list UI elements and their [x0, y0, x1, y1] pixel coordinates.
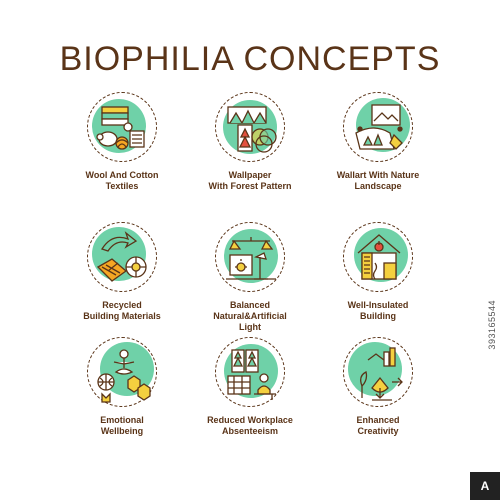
creativity-icon	[343, 337, 413, 407]
concept-label: Emotional Wellbeing	[100, 415, 144, 436]
concept-label: Wallart With Nature Landscape	[336, 170, 420, 191]
concept-card: Reduced Workplace Absenteeism	[186, 337, 314, 452]
stock-logo: A	[470, 472, 500, 500]
concept-label: Recycled Building Materials	[83, 300, 161, 321]
concept-card: Recycled Building Materials	[58, 222, 186, 337]
concept-label: Enhanced Creativity	[356, 415, 400, 436]
workplace-icon	[215, 337, 285, 407]
concept-label: Balanced Natural&Artificial Light	[213, 300, 287, 332]
concepts-grid: Wool And Cotton Textiles Wallpaper W	[58, 92, 442, 452]
concept-card: Balanced Natural&Artificial Light	[186, 222, 314, 337]
forest-wallpaper-icon	[215, 92, 285, 162]
wallart-icon	[343, 92, 413, 162]
meditation-icon	[87, 337, 157, 407]
concept-card: Wool And Cotton Textiles	[58, 92, 186, 222]
stock-id-watermark: 393165544	[487, 300, 497, 350]
recycle-icon	[87, 222, 157, 292]
concept-card: Emotional Wellbeing	[58, 337, 186, 452]
concept-card: Wallart With Nature Landscape	[314, 92, 442, 222]
textiles-icon	[87, 92, 157, 162]
page-title: BIOPHILIA CONCEPTS	[59, 40, 441, 78]
concept-card: Wallpaper With Forest Pattern	[186, 92, 314, 222]
insulated-building-icon	[343, 222, 413, 292]
concept-label: Wallpaper With Forest Pattern	[208, 170, 292, 191]
concept-label: Reduced Workplace Absenteeism	[207, 415, 293, 436]
concept-label: Wool And Cotton Textiles	[85, 170, 159, 191]
light-icon	[215, 222, 285, 292]
concept-label: Well-Insulated Building	[347, 300, 409, 321]
concept-card: Well-Insulated Building	[314, 222, 442, 337]
concept-card: Enhanced Creativity	[314, 337, 442, 452]
